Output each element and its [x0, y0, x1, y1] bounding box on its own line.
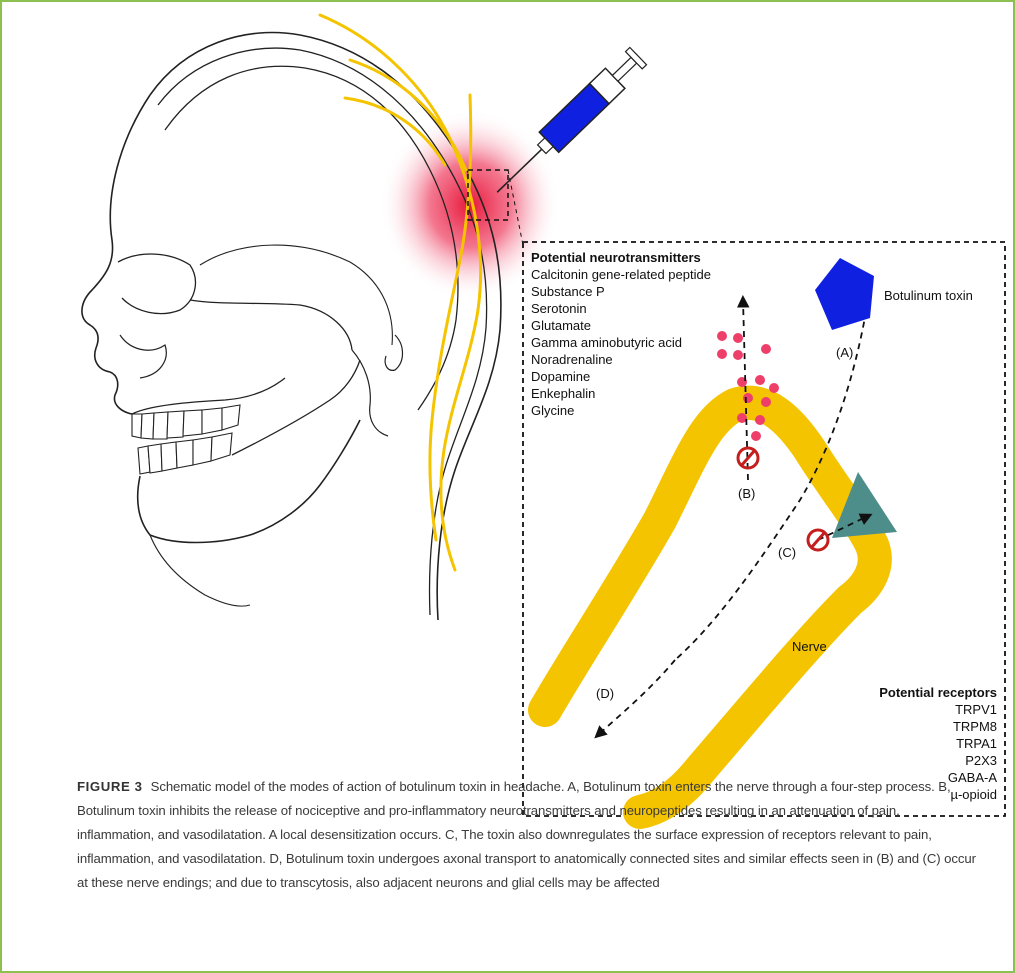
- caption-text: Schematic model of the modes of action o…: [77, 779, 976, 890]
- mandible: [138, 420, 360, 543]
- receptor-item: TRPV1: [955, 702, 997, 717]
- nerve-fiber: [545, 403, 875, 812]
- neurotransmitter-item: Enkephalin: [531, 386, 595, 401]
- neurotransmitter-heading: Potential neurotransmitters: [531, 250, 701, 265]
- eye-orbit: [118, 254, 195, 314]
- neurotransmitter-item: Dopamine: [531, 369, 590, 384]
- block-symbol-c: [808, 530, 828, 550]
- neurotransmitter-item: Calcitonin gene-related peptide: [531, 267, 711, 282]
- label-c: (C): [778, 545, 796, 560]
- neurotransmitter-item: Noradrenaline: [531, 352, 613, 367]
- detail-panel: [523, 242, 1005, 816]
- label-b: (B): [738, 486, 755, 501]
- neurotransmitter-list: Potential neurotransmitters Calcitonin g…: [531, 250, 711, 418]
- head-illustration: [82, 33, 560, 621]
- maxilla: [132, 378, 285, 414]
- neurotransmitter-item: Substance P: [531, 284, 605, 299]
- toxin-label: Botulinum toxin: [884, 288, 973, 303]
- neurotransmitter-item: Glycine: [531, 403, 574, 418]
- upper-teeth: [132, 405, 240, 439]
- ear-canal: [385, 335, 402, 370]
- nerve-label: Nerve: [792, 639, 827, 654]
- label-d: (D): [596, 686, 614, 701]
- label-a: (A): [836, 345, 853, 360]
- temporal-line: [200, 245, 392, 345]
- receptor-item: TRPA1: [956, 736, 997, 751]
- receptor-item: TRPM8: [953, 719, 997, 734]
- mandible-ramus: [232, 360, 360, 455]
- neurotransmitter-item: Gamma aminobutyric acid: [531, 335, 682, 350]
- nasal-cavity: [120, 335, 166, 378]
- receptor-heading: Potential receptors: [879, 685, 997, 700]
- mastoid: [352, 350, 388, 436]
- zygomatic-arch: [190, 300, 352, 350]
- figure-label: FIGURE 3: [77, 779, 143, 794]
- receptor-item: P2X3: [965, 753, 997, 768]
- botulinum-toxin-icon: [815, 258, 874, 330]
- chin-curve: [150, 535, 250, 606]
- transport-arrows: [598, 300, 868, 735]
- neurotransmitter-item: Serotonin: [531, 301, 587, 316]
- neurotransmitter-item: Glutamate: [531, 318, 591, 333]
